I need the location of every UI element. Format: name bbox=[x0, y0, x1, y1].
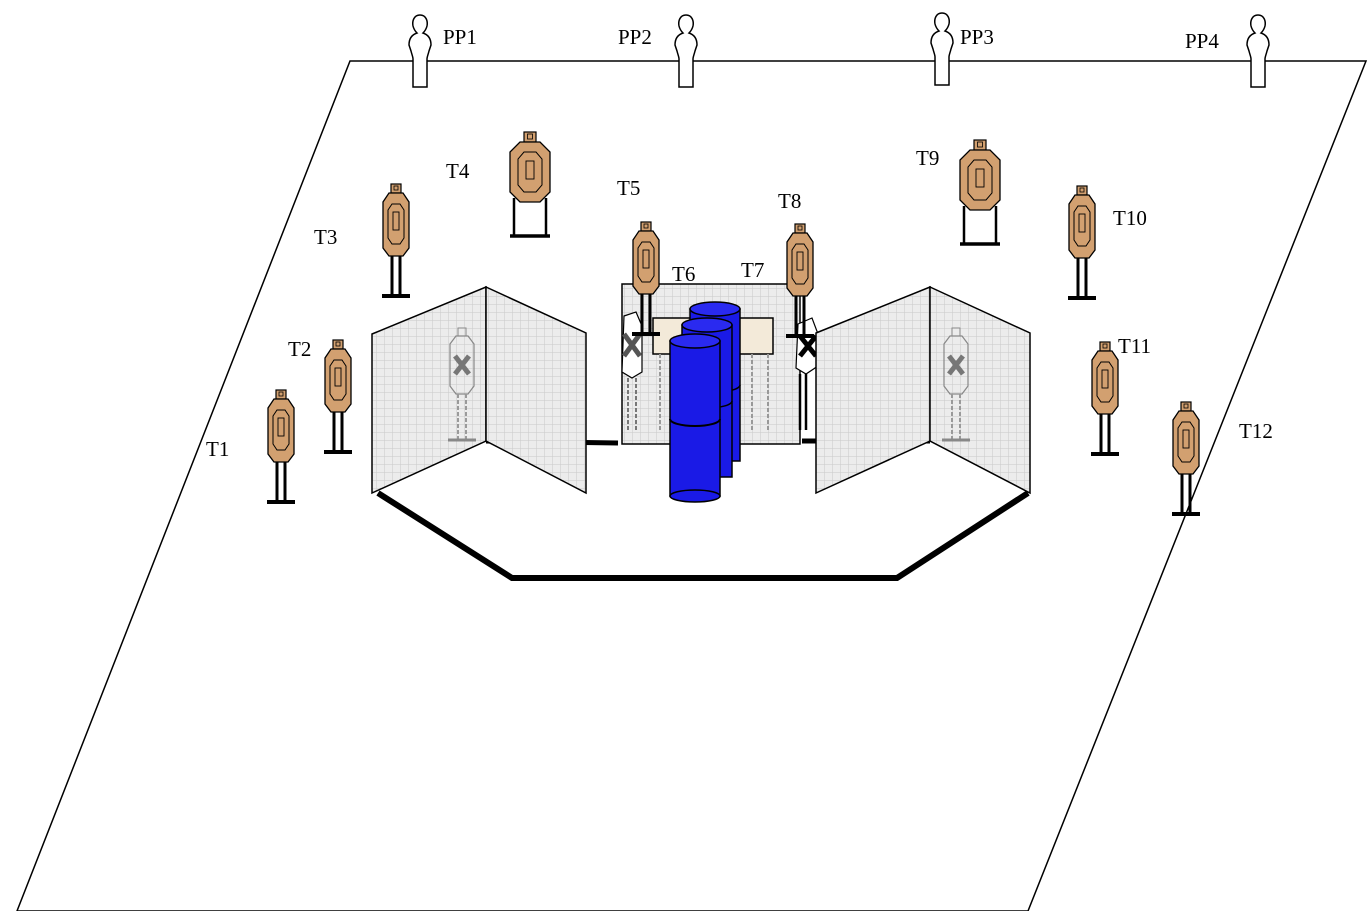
popper-pp4 bbox=[1246, 14, 1270, 88]
barrel-front bbox=[669, 333, 721, 503]
popper-pp2 bbox=[674, 14, 698, 88]
label-t9: T9 bbox=[916, 146, 939, 170]
label-t2: T2 bbox=[288, 337, 311, 361]
no-shoot-left-center bbox=[621, 311, 643, 430]
left-wall bbox=[371, 285, 587, 495]
label-t1: T1 bbox=[206, 437, 229, 461]
label-t8: T8 bbox=[778, 189, 801, 213]
label-pp4: PP4 bbox=[1185, 29, 1219, 53]
label-t5: T5 bbox=[617, 176, 640, 200]
label-t11: T11 bbox=[1118, 334, 1151, 358]
label-pp3: PP3 bbox=[960, 25, 994, 49]
label-t7: T7 bbox=[741, 258, 764, 282]
target-t12 bbox=[1170, 400, 1202, 516]
popper-pp3 bbox=[930, 12, 954, 86]
label-t10: T10 bbox=[1113, 206, 1147, 230]
target-t7 bbox=[751, 354, 769, 432]
label-t3: T3 bbox=[314, 225, 337, 249]
target-t2 bbox=[322, 338, 354, 454]
target-t9 bbox=[958, 138, 1002, 246]
barrel-stack bbox=[669, 301, 741, 503]
fault-line bbox=[376, 490, 1030, 581]
no-shoot-right-center bbox=[795, 317, 819, 430]
right-wall bbox=[815, 285, 1031, 495]
target-t4 bbox=[508, 130, 552, 238]
label-pp1: PP1 bbox=[443, 25, 477, 49]
label-t4: T4 bbox=[446, 159, 470, 183]
target-t1 bbox=[265, 388, 297, 504]
label-t6: T6 bbox=[672, 262, 695, 286]
target-t3 bbox=[380, 182, 412, 298]
label-pp2: PP2 bbox=[618, 25, 652, 49]
popper-pp1 bbox=[408, 14, 432, 88]
label-t12: T12 bbox=[1239, 419, 1273, 443]
bay-boundary bbox=[16, 60, 1368, 911]
target-t10 bbox=[1066, 184, 1098, 300]
target-t11 bbox=[1089, 340, 1121, 456]
